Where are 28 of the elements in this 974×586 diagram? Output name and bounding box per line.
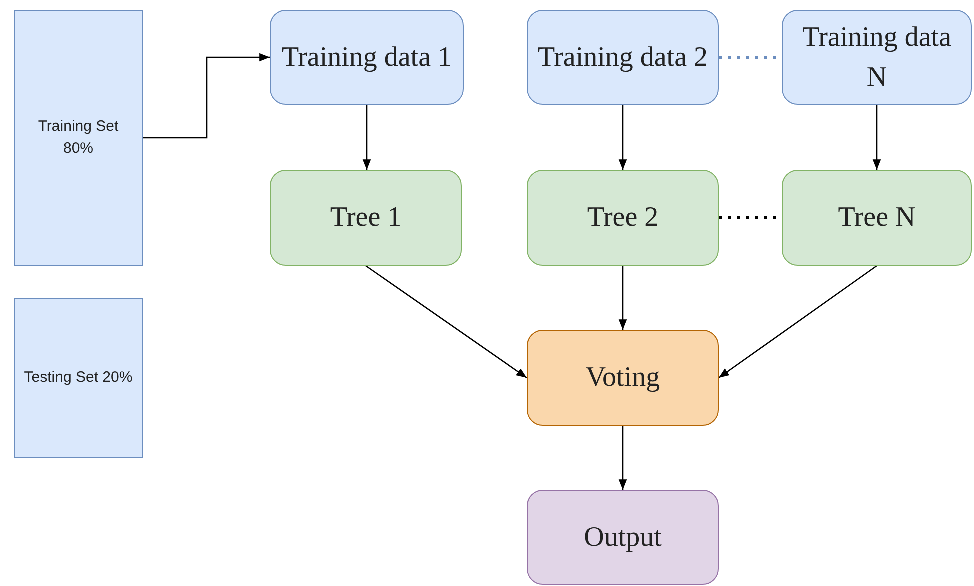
node-label: Tree 2: [587, 201, 659, 235]
node-label: Training data 2: [538, 40, 708, 74]
arrow: [362, 105, 372, 170]
data-box: [270, 10, 464, 105]
tree-box: [527, 170, 719, 266]
output-box: [527, 490, 719, 585]
tree-box: [270, 170, 462, 266]
node-label: Tree 1: [330, 201, 402, 235]
arrow: [872, 105, 882, 170]
voting-box: [527, 330, 719, 426]
dataset-box: [14, 10, 143, 266]
node-label: Testing Set 20%: [24, 368, 133, 388]
arrow: [143, 53, 270, 139]
arrow: [618, 105, 628, 170]
node-label: Voting: [586, 361, 660, 395]
arrow: [366, 265, 528, 379]
arrow: [618, 266, 628, 330]
node-label: Output: [584, 520, 662, 554]
arrow: [618, 426, 628, 490]
data-box: [782, 10, 972, 105]
arrow: [718, 265, 878, 379]
data-box: [527, 10, 719, 105]
tree-box: [782, 170, 972, 266]
node-label: Training Set 80%: [37, 116, 120, 159]
node-label: Training data N: [801, 20, 953, 94]
node-label: Tree N: [838, 201, 916, 235]
node-label: Training data 1: [282, 40, 452, 74]
dataset-box: [14, 298, 143, 458]
